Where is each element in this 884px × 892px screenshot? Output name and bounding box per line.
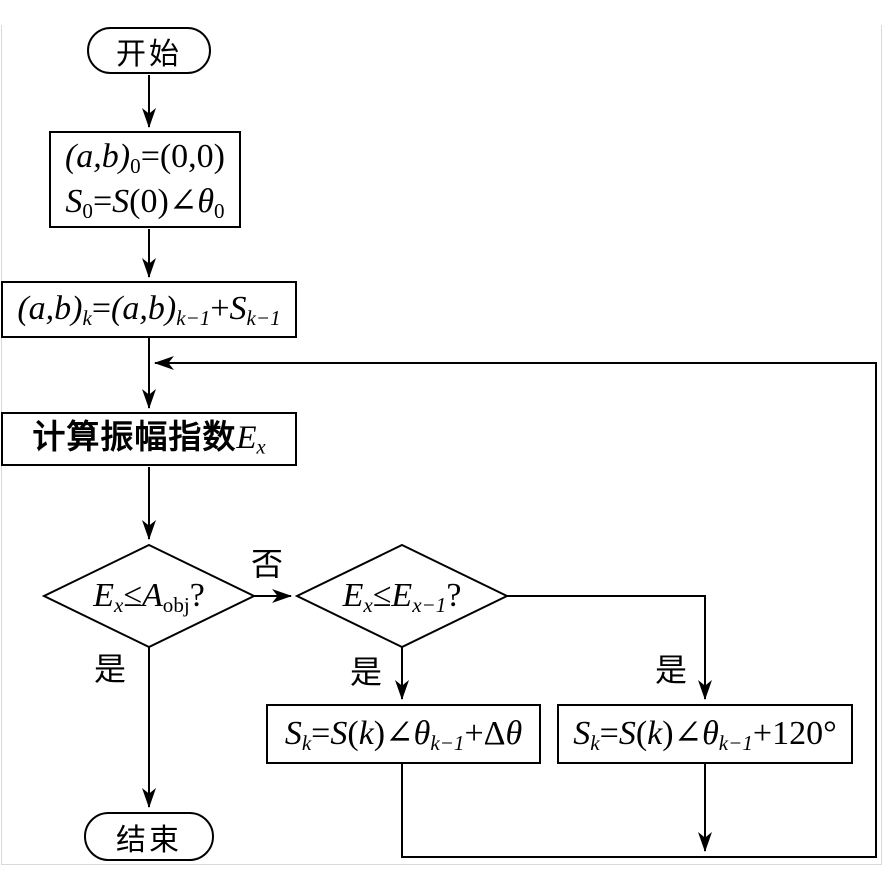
frame-right [881, 25, 882, 864]
compute-process: 计算振幅指数Ex [1, 412, 297, 466]
yes-branch-label-right: 是 [655, 652, 688, 688]
yes-branch-label-left: 是 [94, 651, 127, 687]
update-process: (a,b)k=(a,b)k−1+Sk−1 [1, 281, 297, 338]
no-branch-label: 否 [251, 546, 284, 582]
decision1-text: Ex≤Aobj? [93, 577, 205, 617]
init-formula-line1: (a,b)0=(0,0) [64, 137, 226, 178]
decision1-diamond [41, 543, 257, 649]
compute-formula: 计算振幅指数Ex [32, 420, 266, 459]
end-label: 结束 [116, 823, 182, 857]
frame-bottom [1, 864, 882, 865]
decision2-text: Ex≤Ex−1? [342, 577, 462, 617]
update-formula: (a,b)k=(a,b)k−1+Sk−1 [17, 290, 281, 330]
end-terminator: 结束 [84, 812, 214, 861]
start-label: 开始 [116, 37, 182, 71]
init-formula-line2: S0=S(0)∠θ0 [65, 182, 225, 223]
edge-decision2-step120 [507, 595, 712, 700]
stepdelta-formula: Sk=S(k)∠θk−1+Δθ [284, 714, 523, 755]
stepdelta-process: Sk=S(k)∠θk−1+Δθ [266, 704, 541, 764]
yes-branch-label-mid: 是 [350, 654, 383, 690]
edge-loop-return [154, 356, 877, 858]
decision2-diamond [294, 543, 510, 649]
step120-process: Sk=S(k)∠θk−1+120° [557, 704, 853, 764]
start-terminator: 开始 [87, 27, 211, 74]
step120-formula: Sk=S(k)∠θk−1+120° [573, 714, 837, 755]
init-process: (a,b)0=(0,0) S0=S(0)∠θ0 [49, 131, 241, 228]
